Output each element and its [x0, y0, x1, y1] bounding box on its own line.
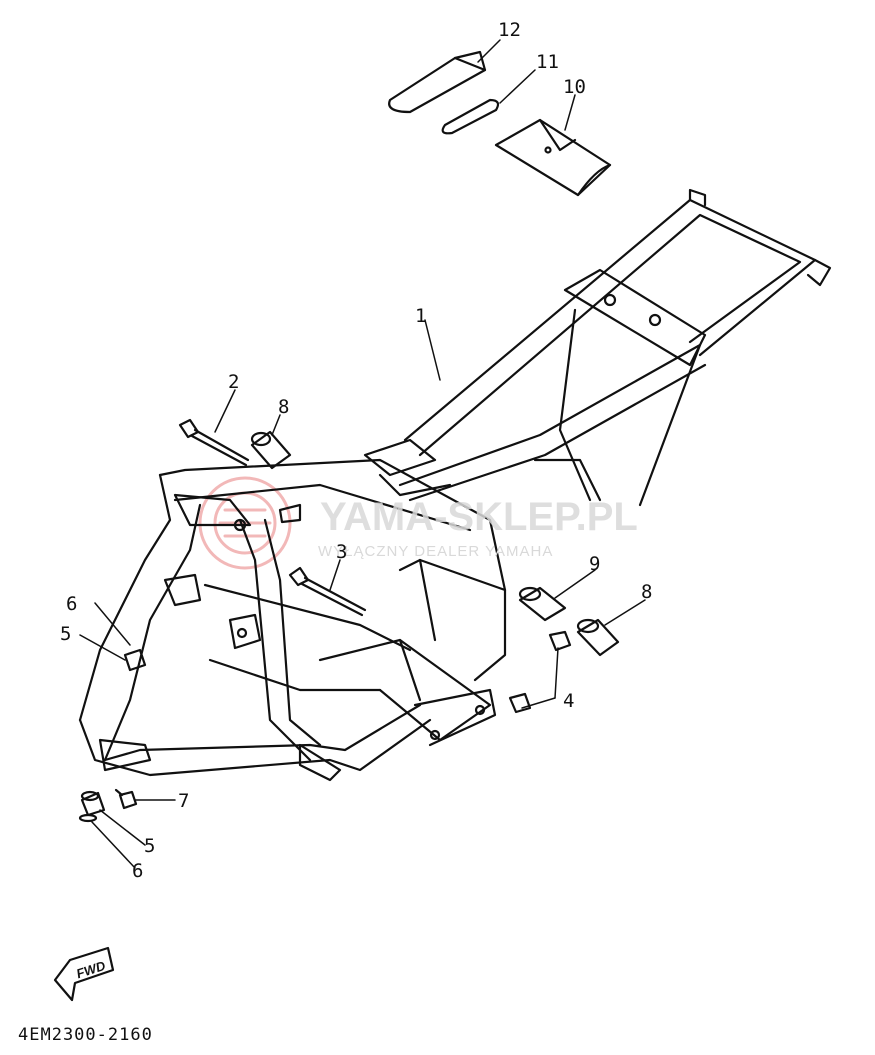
part-5-grommet-upper — [123, 648, 147, 672]
callout-12: 12 — [498, 19, 521, 41]
part-code: 4EM2300-2160 — [18, 1025, 153, 1045]
part-2-bolt — [178, 418, 250, 467]
part-8-collar-upper — [250, 430, 292, 470]
watermark-brand: YAMA-SKLEP.PL — [320, 495, 638, 539]
leader-lines — [79, 39, 646, 869]
callout-10: 10 — [563, 76, 586, 98]
part-6-washer-lower — [78, 813, 98, 823]
callout-8-upper: 8 — [278, 396, 289, 418]
part-10-tool-bag — [494, 118, 612, 197]
part-8-collar-right — [576, 618, 620, 657]
callout-7: 7 — [178, 790, 189, 812]
part-4-nut-a — [548, 630, 572, 652]
callout-9: 9 — [589, 553, 600, 575]
part-7-screw — [114, 788, 138, 810]
watermark-tagline: WYŁĄCZNY DEALER YAMAHA — [318, 543, 553, 560]
callout-11: 11 — [536, 51, 559, 73]
part-12-strap — [388, 50, 487, 114]
callout-5-lower: 5 — [144, 835, 155, 857]
callout-3: 3 — [336, 541, 347, 563]
callout-6-upper: 6 — [66, 593, 77, 615]
part-11-band — [441, 98, 500, 135]
part-1-main-frame — [78, 188, 832, 782]
part-4-nut-b — [508, 692, 532, 714]
callout-4: 4 — [563, 690, 574, 712]
callout-5-upper: 5 — [60, 623, 71, 645]
callout-6-lower: 6 — [132, 860, 143, 882]
part-9-collar — [518, 586, 567, 622]
callout-1: 1 — [415, 305, 426, 327]
fwd-arrow-icon — [53, 946, 115, 1002]
part-5-grommet-lower — [80, 790, 106, 817]
callout-8-right: 8 — [641, 581, 652, 603]
callout-2: 2 — [228, 371, 239, 393]
part-3-bolt — [288, 566, 367, 617]
